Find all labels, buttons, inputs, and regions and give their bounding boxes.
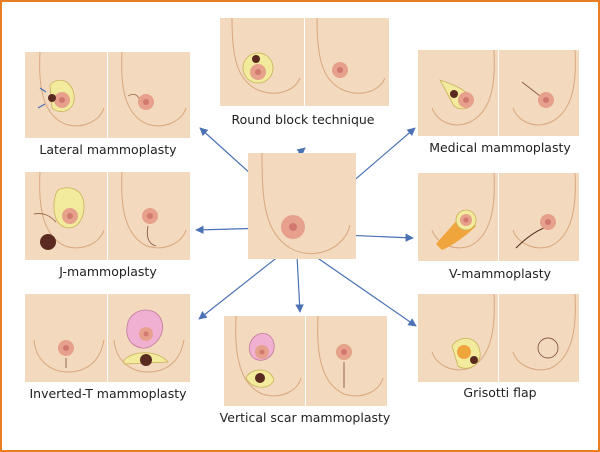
panel-vertical-scar: Vertical scar mammoplasty xyxy=(220,315,391,425)
label-j: J-mammoplasty xyxy=(58,264,157,279)
label-round-block: Round block technique xyxy=(232,112,375,127)
label-vertical-scar: Vertical scar mammoplasty xyxy=(220,410,391,425)
panel-medical: Medical mammoplasty xyxy=(418,49,579,155)
panel-grisotti: Grisotti flap xyxy=(418,293,579,400)
panel-j: J-mammoplasty xyxy=(25,171,190,279)
label-lateral: Lateral mammoplasty xyxy=(39,142,177,157)
panel-inverted-t: Inverted-T mammoplasty xyxy=(25,294,190,401)
label-v: V-mammoplasty xyxy=(449,266,552,281)
label-grisotti: Grisotti flap xyxy=(463,385,536,400)
arrow-vertical-scar xyxy=(295,255,304,313)
label-medical: Medical mammoplasty xyxy=(429,140,571,155)
center-breast-panel xyxy=(248,152,356,259)
arrow-inverted-t xyxy=(198,251,285,320)
panel-lateral: Lateral mammoplasty xyxy=(25,51,190,157)
arrow-grisotti xyxy=(305,249,417,327)
panel-v: V-mammoplasty xyxy=(418,172,579,281)
label-inverted-t: Inverted-T mammoplasty xyxy=(29,386,187,401)
panel-round-block: Round block technique xyxy=(220,17,389,127)
